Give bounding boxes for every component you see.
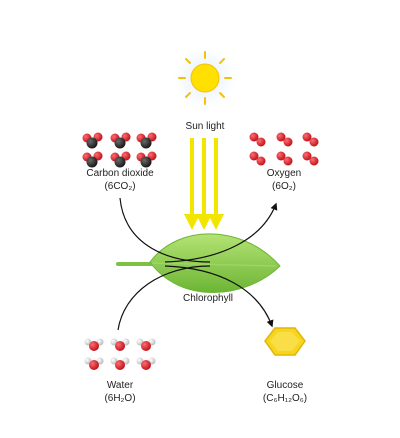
co2-molecule [136,132,157,149]
o2-molecule [276,132,293,147]
water-molecule [84,338,104,351]
sun-icon [173,46,237,110]
o2-molecules [249,132,319,166]
water-formula-label: (6H₂O) [104,393,136,404]
o2-molecule [276,151,293,166]
co2-name-label: Carbon dioxide [86,168,154,179]
glucose-formula-label: (C₆H₁₂O₆) [262,393,308,404]
co2-molecules [82,132,157,168]
co2-in-arrow [119,197,211,263]
water-molecule [84,357,104,370]
co2-formula-label: (6CO₂) [104,181,136,192]
water-molecule [110,338,130,351]
process-arrows [117,197,278,331]
o2-formula-label: (6O₂) [272,181,296,192]
glucose-out-arrow [164,265,274,328]
leaf-icon [116,233,281,293]
co2-molecule [82,132,103,149]
co2-molecule [136,151,157,168]
co2-molecule [110,132,131,149]
o2-name-label: Oxygen [266,168,302,179]
o2-molecule [249,132,266,147]
o2-out-arrow [164,202,278,263]
water-molecule [136,357,156,370]
chlorophyll-label: Chlorophyll [182,293,234,304]
light-arrow [196,138,212,230]
water-molecule [110,357,130,370]
light-arrow [184,138,200,230]
water-name-label: Water [106,380,134,391]
co2-molecule [110,151,131,168]
water-molecule [136,338,156,351]
co2-molecule [82,151,103,168]
sunlight-label: Sun light [185,121,225,132]
light-arrow [208,138,224,230]
water-molecules [84,338,156,370]
water-in-arrow [117,265,211,331]
glucose-name-label: Glucose [266,380,304,391]
light-arrows [184,138,224,230]
o2-molecule [302,151,319,166]
glucose-icon [264,327,306,356]
o2-molecule [302,132,319,147]
o2-molecule [249,151,266,166]
